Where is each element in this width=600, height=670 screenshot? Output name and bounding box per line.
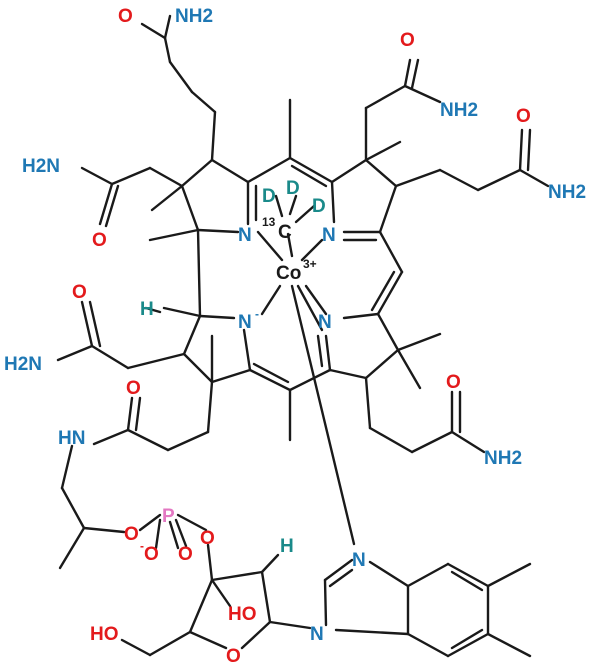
atom-d1: D [262,186,276,207]
atom-ho-left: HO [90,624,119,645]
atom-o-amide: O [126,378,141,399]
atom-n-ring-d: N [318,312,332,333]
atom-o-p-double: O [178,544,193,565]
atom-p: P [162,506,175,527]
atom-d3: D [312,196,326,217]
atom-labels: O NH2 O NH2 O NH2 H2N O N N N - N D D D … [4,6,586,667]
atom-o-p1: O [124,524,139,545]
atom-o-top-right: O [400,30,415,51]
atom-n-imid-top: N [352,550,366,571]
atom-c-methyl: C [278,222,292,243]
atom-o-left: O [92,230,107,251]
atom-co-charge: 3+ [303,257,317,271]
atom-nh2-top: NH2 [175,6,213,27]
atom-n-anion: N [238,312,252,333]
atom-h2n-left: H2N [22,156,60,177]
atom-d2: D [286,178,300,199]
atom-o-right: O [516,106,531,127]
atom-nh2-top-right: NH2 [440,100,478,121]
atom-c13-superscript: 13 [262,215,276,229]
bond-skeleton [56,14,550,658]
atom-nh2-bottom-right: NH2 [484,448,522,469]
atom-h-sugar: H [280,536,294,557]
atom-h2n-left2: H2N [4,354,42,375]
atom-n-imid-bottom: N [310,624,324,645]
atom-h-stereo: H [140,299,154,320]
atom-ho-sugar: HO [228,604,257,625]
atom-o-left2: O [72,282,87,303]
atom-o-p-minus-charge: - [140,539,144,553]
atom-o-bottom-right: O [446,372,461,393]
atom-o-p2: O [200,528,215,549]
atom-co: Co [276,263,301,284]
atom-o-p-minus: O [144,544,159,565]
atom-n-ring-a: N [238,225,252,246]
atom-n-ring-b: N [322,225,336,246]
atom-o-ring: O [226,646,241,667]
atom-hn-amide: HN [58,428,85,449]
atom-nh2-right: NH2 [548,182,586,203]
atom-n-anion-charge: - [255,307,259,321]
atom-o-top: O [118,6,133,27]
